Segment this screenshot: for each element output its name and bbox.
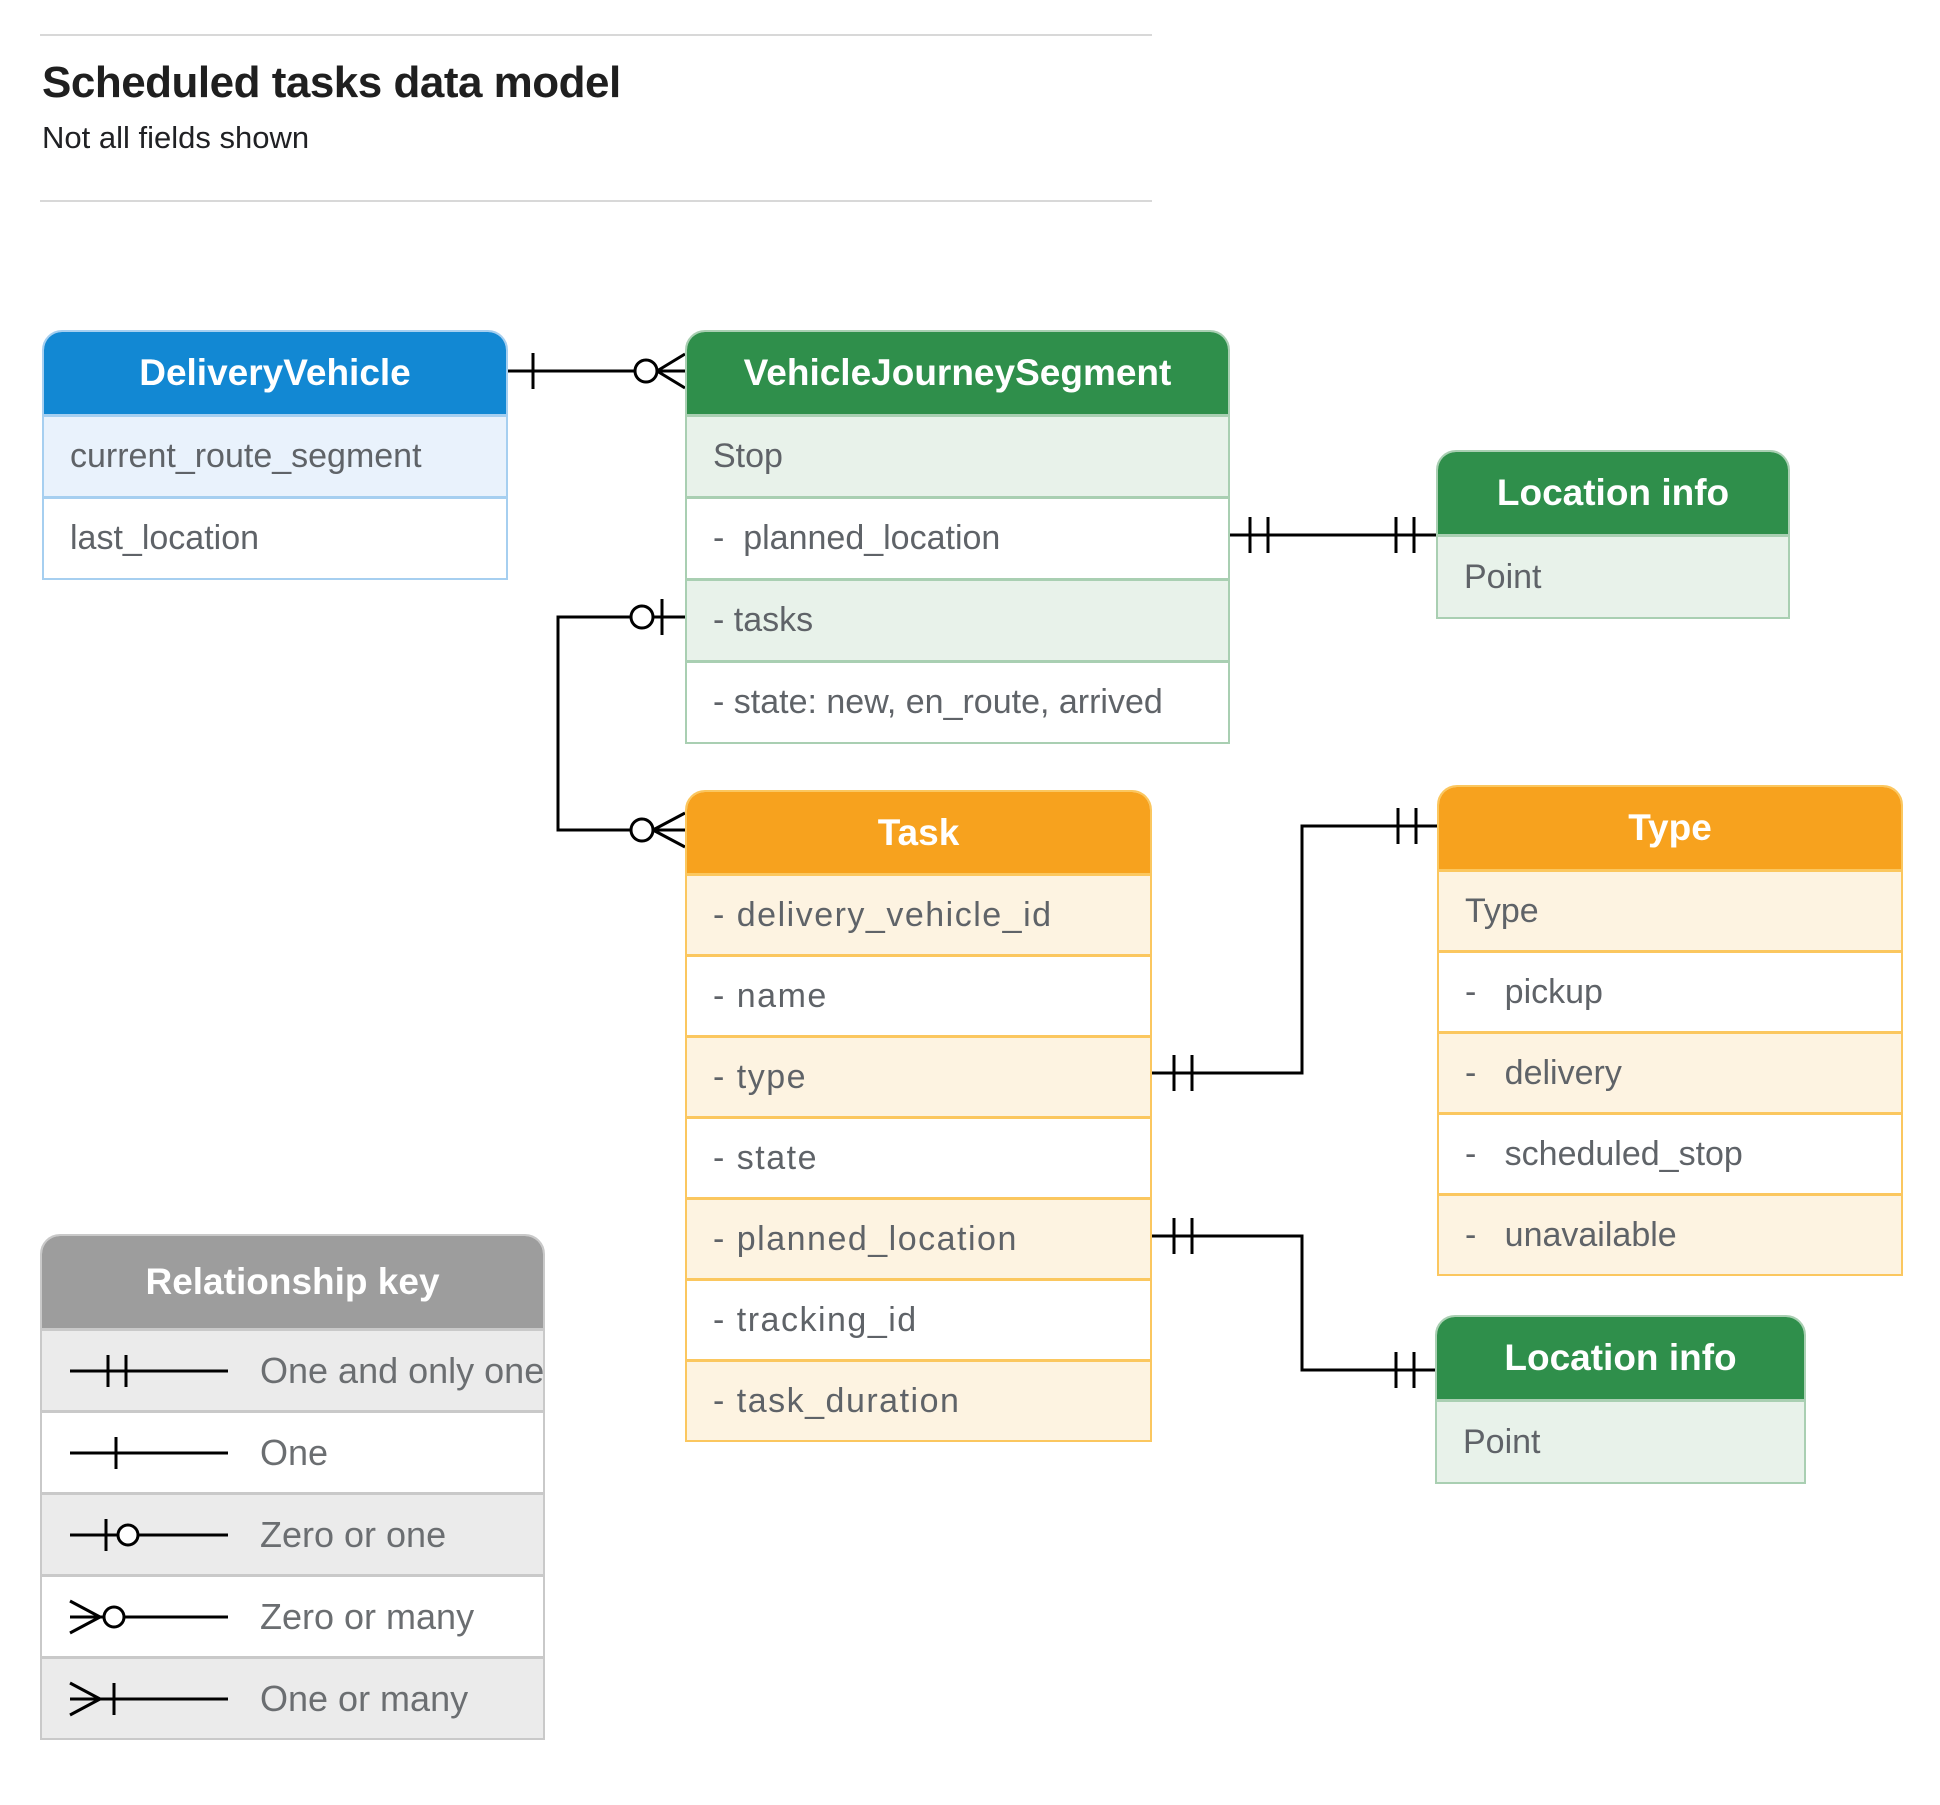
page-subtitle: Not all fields shown xyxy=(42,120,310,155)
legend-label: One xyxy=(260,1431,329,1473)
zero-or-one-icon xyxy=(70,1518,228,1551)
legend-label: One and only one xyxy=(260,1349,545,1391)
entity-vehicle-journey-segment: VehicleJourneySegment Stop - planned_loc… xyxy=(685,330,1230,744)
row-tasks: - tasks xyxy=(687,578,1228,660)
entity-type-title: Type xyxy=(1439,787,1901,869)
legend-label: Zero or many xyxy=(260,1595,475,1637)
row-task-state: - state xyxy=(687,1116,1150,1197)
entity-type: Type Type - pickup - delivery - schedule… xyxy=(1437,785,1903,1276)
legend-label: One or many xyxy=(260,1677,469,1719)
connector-task-type-to-type xyxy=(1152,808,1437,1091)
row-task-planned-location: - planned_location xyxy=(687,1197,1150,1278)
legend-item-zero-or-one: Zero or one xyxy=(42,1492,543,1574)
row-task-duration: - task_duration xyxy=(687,1359,1150,1440)
subtitle-divider xyxy=(40,200,1152,202)
relationship-key-title: Relationship key xyxy=(42,1236,543,1328)
legend-item-one: One xyxy=(42,1410,543,1492)
entity-location-info-top-title: Location info xyxy=(1438,452,1788,534)
entity-location-info-top: Location info Point xyxy=(1436,450,1790,619)
one-icon xyxy=(70,1436,228,1469)
row-type-label: Type xyxy=(1439,869,1901,950)
page-title: Scheduled tasks data model xyxy=(42,58,621,107)
entity-delivery-vehicle: DeliveryVehicle current_route_segment la… xyxy=(42,330,508,580)
entity-delivery-vehicle-title: DeliveryVehicle xyxy=(44,332,506,414)
zero-or-many-icon xyxy=(69,1599,228,1634)
row-point-bottom: Point xyxy=(1437,1399,1804,1482)
row-unavailable: - unavailable xyxy=(1439,1193,1901,1274)
legend-item-zero-or-many: Zero or many xyxy=(42,1574,543,1656)
row-last-location: last_location xyxy=(44,496,506,578)
entity-location-info-bottom: Location info Point xyxy=(1435,1315,1806,1484)
legend-label: Zero or one xyxy=(260,1513,447,1555)
top-divider xyxy=(40,34,1152,36)
relationship-key: Relationship key One and only one One Ze… xyxy=(40,1234,545,1740)
row-type: - type xyxy=(687,1035,1150,1116)
connector-deliveryvehicle-to-vehiclejourneysegment xyxy=(508,352,686,390)
one-and-only-one-icon xyxy=(70,1354,228,1387)
row-scheduled-stop: - scheduled_stop xyxy=(1439,1112,1901,1193)
entity-task-title: Task xyxy=(687,792,1150,873)
row-stop: Stop xyxy=(687,414,1228,496)
entity-task: Task - delivery_vehicle_id - name - type… xyxy=(685,790,1152,1442)
row-planned-location: - planned_location xyxy=(687,496,1228,578)
connector-vehiclejourneysegment-tasks-to-task xyxy=(556,599,686,849)
row-delivery: - delivery xyxy=(1439,1031,1901,1112)
entity-vehicle-journey-segment-title: VehicleJourneySegment xyxy=(687,332,1228,414)
legend-item-one-or-many: One or many xyxy=(42,1656,543,1738)
row-tracking-id: - tracking_id xyxy=(687,1278,1150,1359)
legend-item-one-and-only-one: One and only one xyxy=(42,1328,545,1410)
connector-vehiclejourneysegment-to-locationinfo xyxy=(1230,517,1436,553)
connector-task-plannedlocation-to-locationinfo xyxy=(1152,1218,1435,1388)
entity-location-info-bottom-title: Location info xyxy=(1437,1317,1804,1399)
row-current-route-segment: current_route_segment xyxy=(44,414,506,496)
one-or-many-icon xyxy=(69,1681,228,1716)
row-pickup: - pickup xyxy=(1439,950,1901,1031)
row-delivery-vehicle-id: - delivery_vehicle_id xyxy=(687,873,1150,954)
row-name: - name xyxy=(687,954,1150,1035)
row-state: - state: new, en_route, arrived xyxy=(687,660,1228,742)
row-point: Point xyxy=(1438,534,1788,617)
